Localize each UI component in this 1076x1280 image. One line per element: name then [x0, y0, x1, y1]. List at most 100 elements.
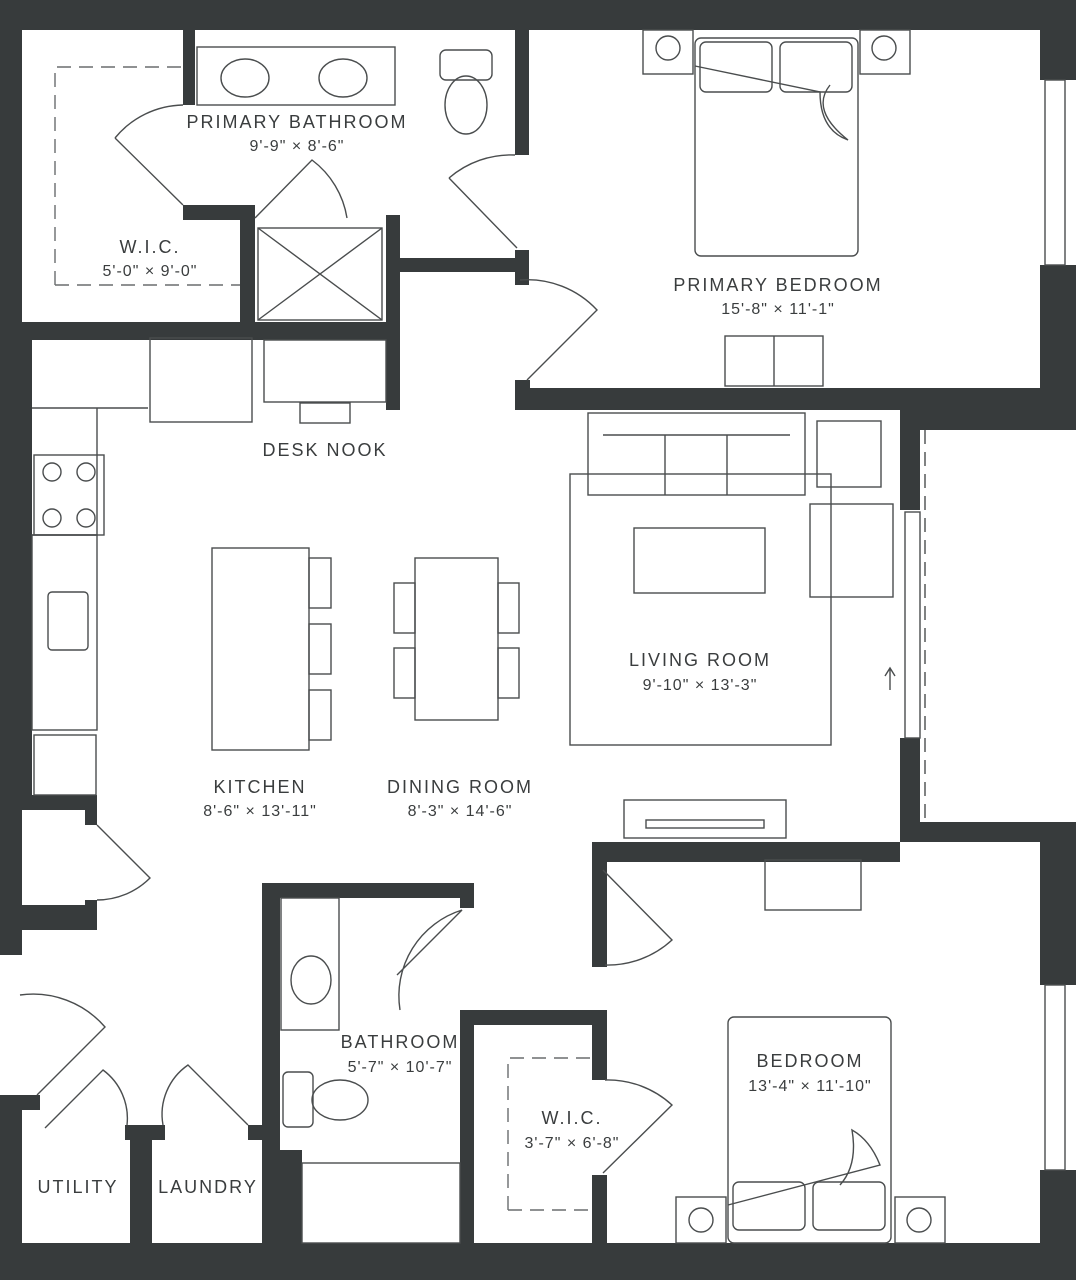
- wall: [280, 1150, 302, 1243]
- wall: [515, 30, 529, 155]
- toilet-icon: [311, 1079, 369, 1121]
- lamp-icon: [906, 1207, 932, 1233]
- stool: [308, 689, 332, 741]
- room-name: UTILITY: [37, 1177, 118, 1197]
- burner-icon: [76, 508, 96, 528]
- lamp-icon: [871, 35, 897, 61]
- double-vanity: [196, 46, 396, 106]
- dresser: [764, 859, 862, 911]
- wall: [474, 1010, 604, 1025]
- wall: [460, 1010, 474, 1243]
- toilet-tank-icon: [282, 1071, 314, 1128]
- room-dims: 8'-6" × 13'-11": [203, 803, 317, 820]
- wall: [460, 883, 474, 908]
- burner-icon: [42, 462, 62, 482]
- sliding-door: [904, 511, 921, 739]
- fixtures: [19, 29, 1066, 1244]
- door-swing: [519, 279, 598, 381]
- wall: [400, 258, 520, 272]
- desk-chair: [299, 402, 351, 424]
- armchair: [809, 503, 894, 598]
- wall: [0, 905, 97, 930]
- wall: [0, 1095, 22, 1280]
- door-swing: [396, 909, 463, 1011]
- shower-drain-lines: [257, 227, 383, 321]
- coffee-table: [633, 527, 766, 594]
- nightstand: [642, 29, 694, 75]
- wall: [386, 215, 400, 410]
- door-swing: [114, 104, 184, 206]
- room-name: DINING ROOM: [387, 777, 533, 797]
- wall: [1040, 822, 1076, 985]
- kitchen-counter: [31, 534, 98, 731]
- wall: [515, 380, 530, 410]
- chair: [393, 582, 416, 634]
- rug: [569, 473, 832, 746]
- wall: [262, 883, 474, 898]
- room-dims: 5'-7" × 10'-7": [348, 1059, 453, 1076]
- room-name: W.I.C.: [542, 1108, 603, 1128]
- room-dims: 13'-4" × 11'-10": [748, 1078, 871, 1095]
- room-dims: 3'-7" × 6'-8": [525, 1135, 620, 1152]
- window: [1044, 984, 1066, 1171]
- door-swing: [254, 159, 348, 219]
- wall: [15, 1095, 40, 1110]
- pillow: [732, 1181, 806, 1231]
- dining-table: [414, 557, 499, 721]
- lamp-icon: [655, 35, 681, 61]
- kitchen-island: [211, 547, 310, 751]
- toilet-icon: [444, 75, 488, 135]
- wall: [900, 410, 920, 510]
- chair: [393, 647, 416, 699]
- room-name: DESK NOOK: [262, 440, 387, 460]
- blanket-fold: [694, 65, 849, 141]
- wall: [592, 1175, 607, 1243]
- door-swing: [44, 1069, 129, 1129]
- vanity: [280, 897, 340, 1031]
- arrow-icon: [884, 666, 896, 690]
- wall: [0, 1243, 1076, 1280]
- wall: [592, 1010, 607, 1080]
- wall: [592, 842, 900, 862]
- door-swing: [96, 824, 151, 901]
- burner-icon: [76, 462, 96, 482]
- room-name: W.I.C.: [120, 237, 181, 257]
- pillow: [779, 41, 853, 93]
- room-labels: PRIMARY BATHROOM 9'-9" × 8'-6" W.I.C. 5'…: [37, 112, 880, 1197]
- nightstand: [675, 1196, 727, 1244]
- room-name: LIVING ROOM: [629, 650, 771, 670]
- door-swing: [602, 1079, 674, 1174]
- room-name: BATHROOM: [341, 1032, 460, 1052]
- room-name: LAUNDRY: [158, 1177, 258, 1197]
- wall: [1040, 1170, 1076, 1280]
- room-name: BEDROOM: [756, 1051, 863, 1071]
- wall: [900, 822, 1076, 842]
- bathtub: [301, 1162, 461, 1244]
- door-swing: [448, 154, 518, 249]
- blanket-fold: [727, 1128, 881, 1206]
- wall: [1040, 0, 1076, 80]
- stool: [308, 557, 332, 609]
- wall: [0, 0, 1076, 30]
- wall: [22, 322, 400, 340]
- kitchen-counter: [32, 407, 148, 536]
- closet-shelf: [54, 66, 240, 286]
- fridge: [33, 734, 97, 796]
- wall: [0, 340, 32, 810]
- wall: [592, 842, 607, 967]
- tv: [645, 819, 765, 829]
- chair: [497, 582, 520, 634]
- room-dims: 9'-10" × 13'-3": [643, 677, 758, 694]
- wall: [22, 795, 97, 810]
- bed: [694, 37, 859, 257]
- stool: [308, 623, 332, 675]
- sofa: [587, 412, 806, 496]
- sink-icon: [318, 58, 368, 98]
- appliance: [149, 337, 253, 423]
- wall: [900, 738, 920, 842]
- tv-console: [623, 799, 787, 839]
- kitchen-sink-icon: [47, 591, 89, 651]
- closet-shelf: [507, 1057, 592, 1211]
- door-swing: [161, 1064, 249, 1126]
- pillow: [699, 41, 773, 93]
